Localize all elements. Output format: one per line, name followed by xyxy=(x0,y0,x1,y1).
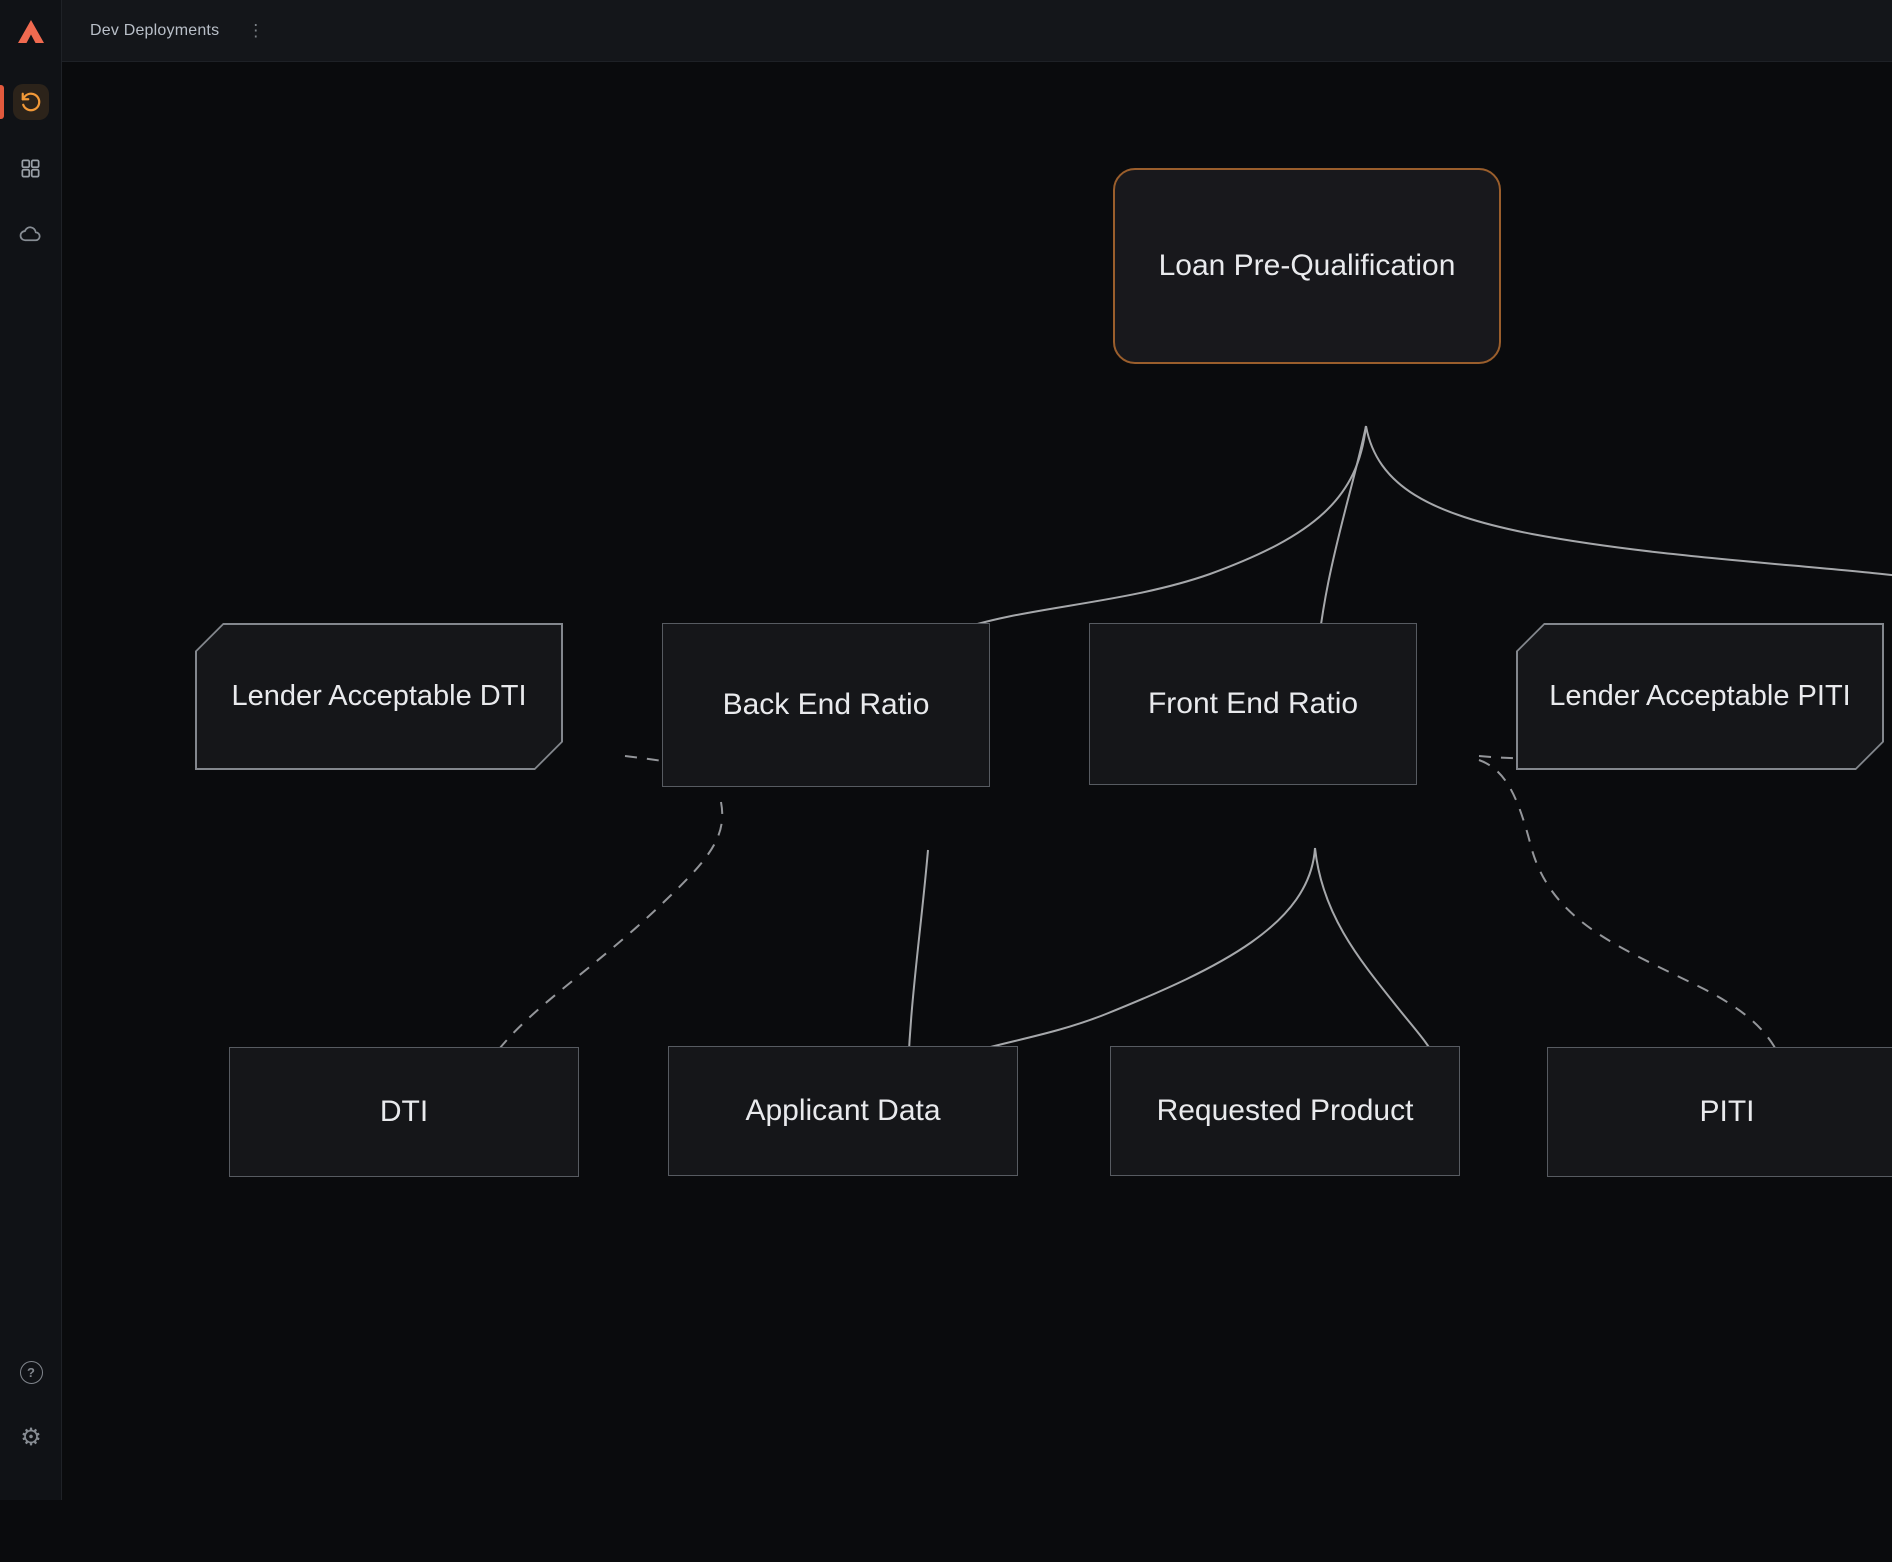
sidebar-item-apps[interactable] xyxy=(13,150,49,186)
gear-icon: ⚙ xyxy=(20,1426,42,1450)
sidebar: ? ⚙ xyxy=(0,0,62,1500)
help-circle-icon: ? xyxy=(20,1361,43,1384)
node-label: Requested Product xyxy=(1157,1094,1414,1128)
grid-icon xyxy=(19,157,42,180)
sidebar-footer: ? ⚙ xyxy=(0,1354,62,1456)
node-label: Loan Pre-Qualification xyxy=(1159,247,1456,285)
rotate-ccw-icon xyxy=(20,91,42,113)
sidebar-nav xyxy=(13,84,49,252)
node-label: Applicant Data xyxy=(745,1094,940,1128)
topbar: Dev Deployments ⋮ xyxy=(62,0,1892,62)
node-loan-pre-qualification[interactable]: Loan Pre-Qualification xyxy=(1113,168,1501,364)
node-label: Lender Acceptable DTI xyxy=(231,680,526,713)
cloud-icon xyxy=(18,222,43,247)
node-label: Lender Acceptable PITI xyxy=(1549,680,1850,713)
node-requested-product[interactable]: Requested Product xyxy=(1110,1046,1460,1176)
help-glyph: ? xyxy=(27,1365,35,1380)
edges-layer xyxy=(62,62,1892,1562)
node-label: Back End Ratio xyxy=(723,688,930,722)
sidebar-item-cloud[interactable] xyxy=(13,216,49,252)
node-dti[interactable]: DTI xyxy=(229,1047,579,1177)
node-label: PITI xyxy=(1699,1095,1754,1129)
app-logo[interactable] xyxy=(12,13,50,51)
node-label: DTI xyxy=(380,1095,428,1129)
logo-mark-icon xyxy=(15,16,47,48)
active-accent-bar xyxy=(0,85,4,119)
node-front-end-ratio[interactable]: Front End Ratio xyxy=(1089,623,1417,785)
node-back-end-ratio[interactable]: Back End Ratio xyxy=(662,623,990,787)
sidebar-item-history[interactable] xyxy=(13,84,49,120)
sidebar-item-help[interactable]: ? xyxy=(13,1354,49,1390)
node-piti[interactable]: PITI xyxy=(1547,1047,1892,1177)
edge-loan-pre-qualification-to-offscreen-right[interactable] xyxy=(1366,426,1892,584)
node-lender-acceptable-dti[interactable]: Lender Acceptable DTI xyxy=(195,623,563,770)
page-title: Dev Deployments xyxy=(90,22,219,40)
sidebar-item-settings[interactable]: ⚙ xyxy=(13,1420,49,1456)
node-label: Front End Ratio xyxy=(1148,687,1358,721)
kebab-menu-icon[interactable]: ⋮ xyxy=(241,18,270,43)
node-lender-acceptable-piti[interactable]: Lender Acceptable PITI xyxy=(1516,623,1884,770)
node-applicant-data[interactable]: Applicant Data xyxy=(668,1046,1018,1176)
